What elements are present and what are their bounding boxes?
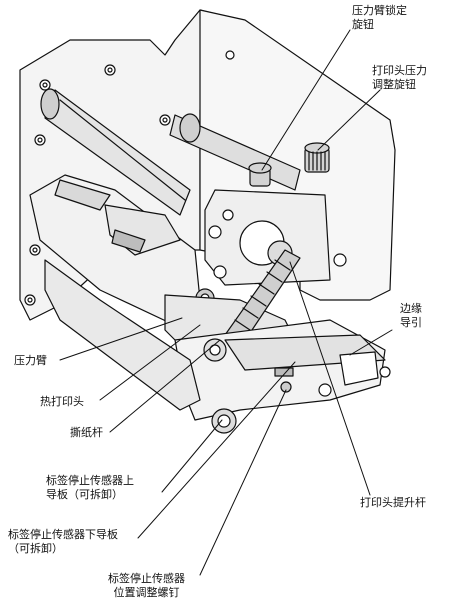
printhead-pressure-knob-graphic xyxy=(304,142,330,173)
label-edge-guide: 边缘 导引 xyxy=(400,302,422,329)
label-printhead-pressure-knob: 打印头压力 调整旋钮 xyxy=(372,64,427,91)
side-housing xyxy=(204,189,331,286)
leader-lines xyxy=(59,29,393,576)
label-label-stop-sensor-upper-guide: 标签停止传感器上 导板（可拆卸） xyxy=(46,474,134,501)
label-label-stop-sensor-position-screw: 标签停止传感器 位置调整螺钉 xyxy=(108,572,185,599)
lower-guide-assembly xyxy=(174,319,391,434)
printhead-lift-lever-spring xyxy=(224,249,301,346)
label-tear-bar: 撕纸杆 xyxy=(70,426,103,439)
pressure-arm-lock-knob-graphic xyxy=(248,162,272,187)
platen-roller xyxy=(40,88,191,216)
label-pressure-arm: 压力臂 xyxy=(14,354,47,367)
tear-bar xyxy=(44,259,201,411)
label-pressure-arm-lock-knob: 压力臂锁定 旋钮 xyxy=(352,4,407,31)
label-printhead-lift-lever: 打印头提升杆 xyxy=(360,496,426,509)
printhead-assembly xyxy=(29,174,215,331)
label-label-stop-sensor-lower-guide: 标签停止传感器下导板 （可拆卸） xyxy=(8,528,118,555)
label-thermal-printhead: 热打印头 xyxy=(40,395,84,408)
